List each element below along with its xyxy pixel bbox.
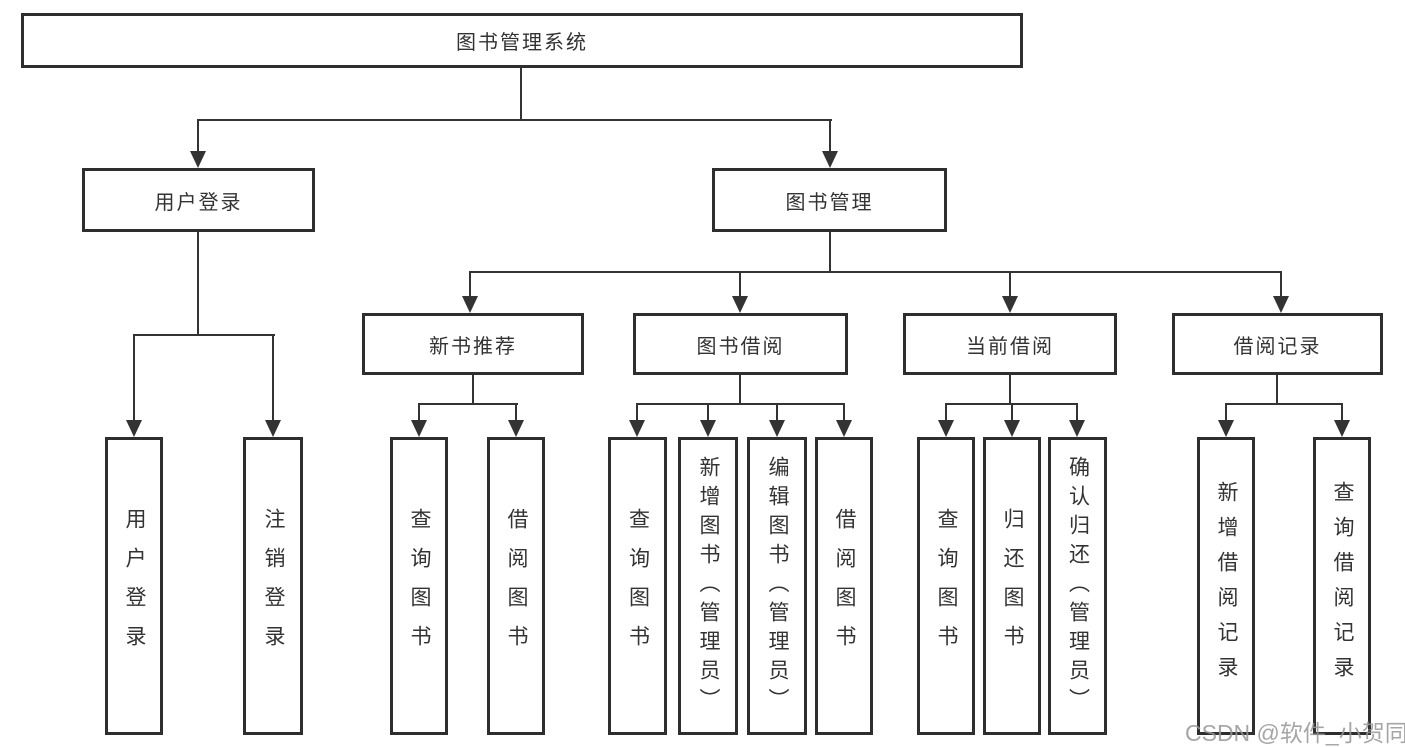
arrow-down-icon: [462, 296, 478, 313]
edge-line: [843, 403, 845, 421]
arrow-down-icon: [411, 420, 427, 437]
edge-line: [636, 403, 638, 421]
leaf-add-book-admin: 新增图书（管理员）: [678, 437, 738, 735]
edge-line: [272, 334, 274, 421]
edge-line: [472, 375, 474, 405]
arrow-down-icon: [938, 420, 954, 437]
arrow-down-icon: [1334, 420, 1350, 437]
edge-line: [1225, 403, 1343, 405]
csdn-watermark: CSDN @软件_小贺同学: [1185, 720, 1405, 746]
leaf-borrow-books-2: 借阅图书: [815, 437, 873, 735]
edge-line: [418, 403, 420, 421]
edge-line: [829, 119, 831, 152]
edge-line: [945, 403, 947, 421]
arrow-down-icon: [1002, 296, 1018, 313]
node-borrow-records: 借阅记录: [1172, 313, 1383, 375]
arrow-down-icon: [1004, 420, 1020, 437]
leaf-edit-book-admin: 编辑图书（管理员）: [747, 437, 807, 735]
arrow-down-icon: [508, 420, 524, 437]
leaf-query-books-1: 查询图书: [390, 437, 448, 735]
leaf-logout: 注销登录: [243, 437, 303, 735]
edge-line: [133, 334, 135, 421]
edge-line: [418, 403, 518, 405]
edge-line: [739, 271, 741, 298]
leaf-add-borrow-record: 新增借阅记录: [1197, 437, 1255, 735]
leaf-return-book: 归还图书: [983, 437, 1041, 735]
arrow-down-icon: [1218, 420, 1234, 437]
edge-line: [1076, 403, 1078, 421]
edge-line: [197, 119, 832, 121]
leaf-query-books-2: 查询图书: [608, 437, 667, 735]
edge-line: [469, 271, 471, 298]
edge-line: [1009, 375, 1011, 405]
leaf-query-books-3: 查询图书: [917, 437, 975, 735]
node-book-management: 图书管理: [712, 168, 947, 232]
edge-line: [1341, 403, 1343, 421]
edge-line: [1280, 271, 1282, 298]
edge-line: [197, 119, 199, 152]
leaf-borrow-books-1: 借阅图书: [487, 437, 545, 735]
edge-line: [1276, 375, 1278, 405]
edge-line: [1009, 271, 1011, 298]
edge-line: [776, 403, 778, 421]
edge-line: [197, 232, 199, 336]
leaf-confirm-return-admin: 确认归还（管理员）: [1048, 437, 1107, 735]
leaf-query-borrow-record: 查询借阅记录: [1313, 437, 1371, 735]
arrow-down-icon: [1069, 420, 1085, 437]
edge-line: [1011, 403, 1013, 421]
edge-line: [515, 403, 517, 421]
arrow-down-icon: [836, 420, 852, 437]
arrow-down-icon: [190, 151, 206, 168]
node-new-book-recommend: 新书推荐: [362, 313, 584, 375]
edge-line: [520, 68, 522, 121]
edge-line: [469, 271, 1282, 273]
arrow-down-icon: [732, 296, 748, 313]
arrow-down-icon: [822, 151, 838, 168]
edge-line: [133, 334, 275, 336]
node-root: 图书管理系统: [21, 13, 1023, 68]
arrow-down-icon: [769, 420, 785, 437]
arrow-down-icon: [700, 420, 716, 437]
node-book-borrow: 图书借阅: [633, 313, 848, 375]
arrow-down-icon: [265, 420, 281, 437]
node-current-borrow: 当前借阅: [903, 313, 1117, 375]
edge-line: [739, 375, 741, 405]
edge-line: [707, 403, 709, 421]
edge-line: [1225, 403, 1227, 421]
node-user-login: 用户登录: [82, 168, 315, 232]
edge-line: [636, 403, 845, 405]
edge-line: [829, 232, 831, 273]
arrow-down-icon: [126, 420, 142, 437]
leaf-user-login: 用户登录: [105, 437, 163, 735]
arrow-down-icon: [629, 420, 645, 437]
arrow-down-icon: [1273, 296, 1289, 313]
